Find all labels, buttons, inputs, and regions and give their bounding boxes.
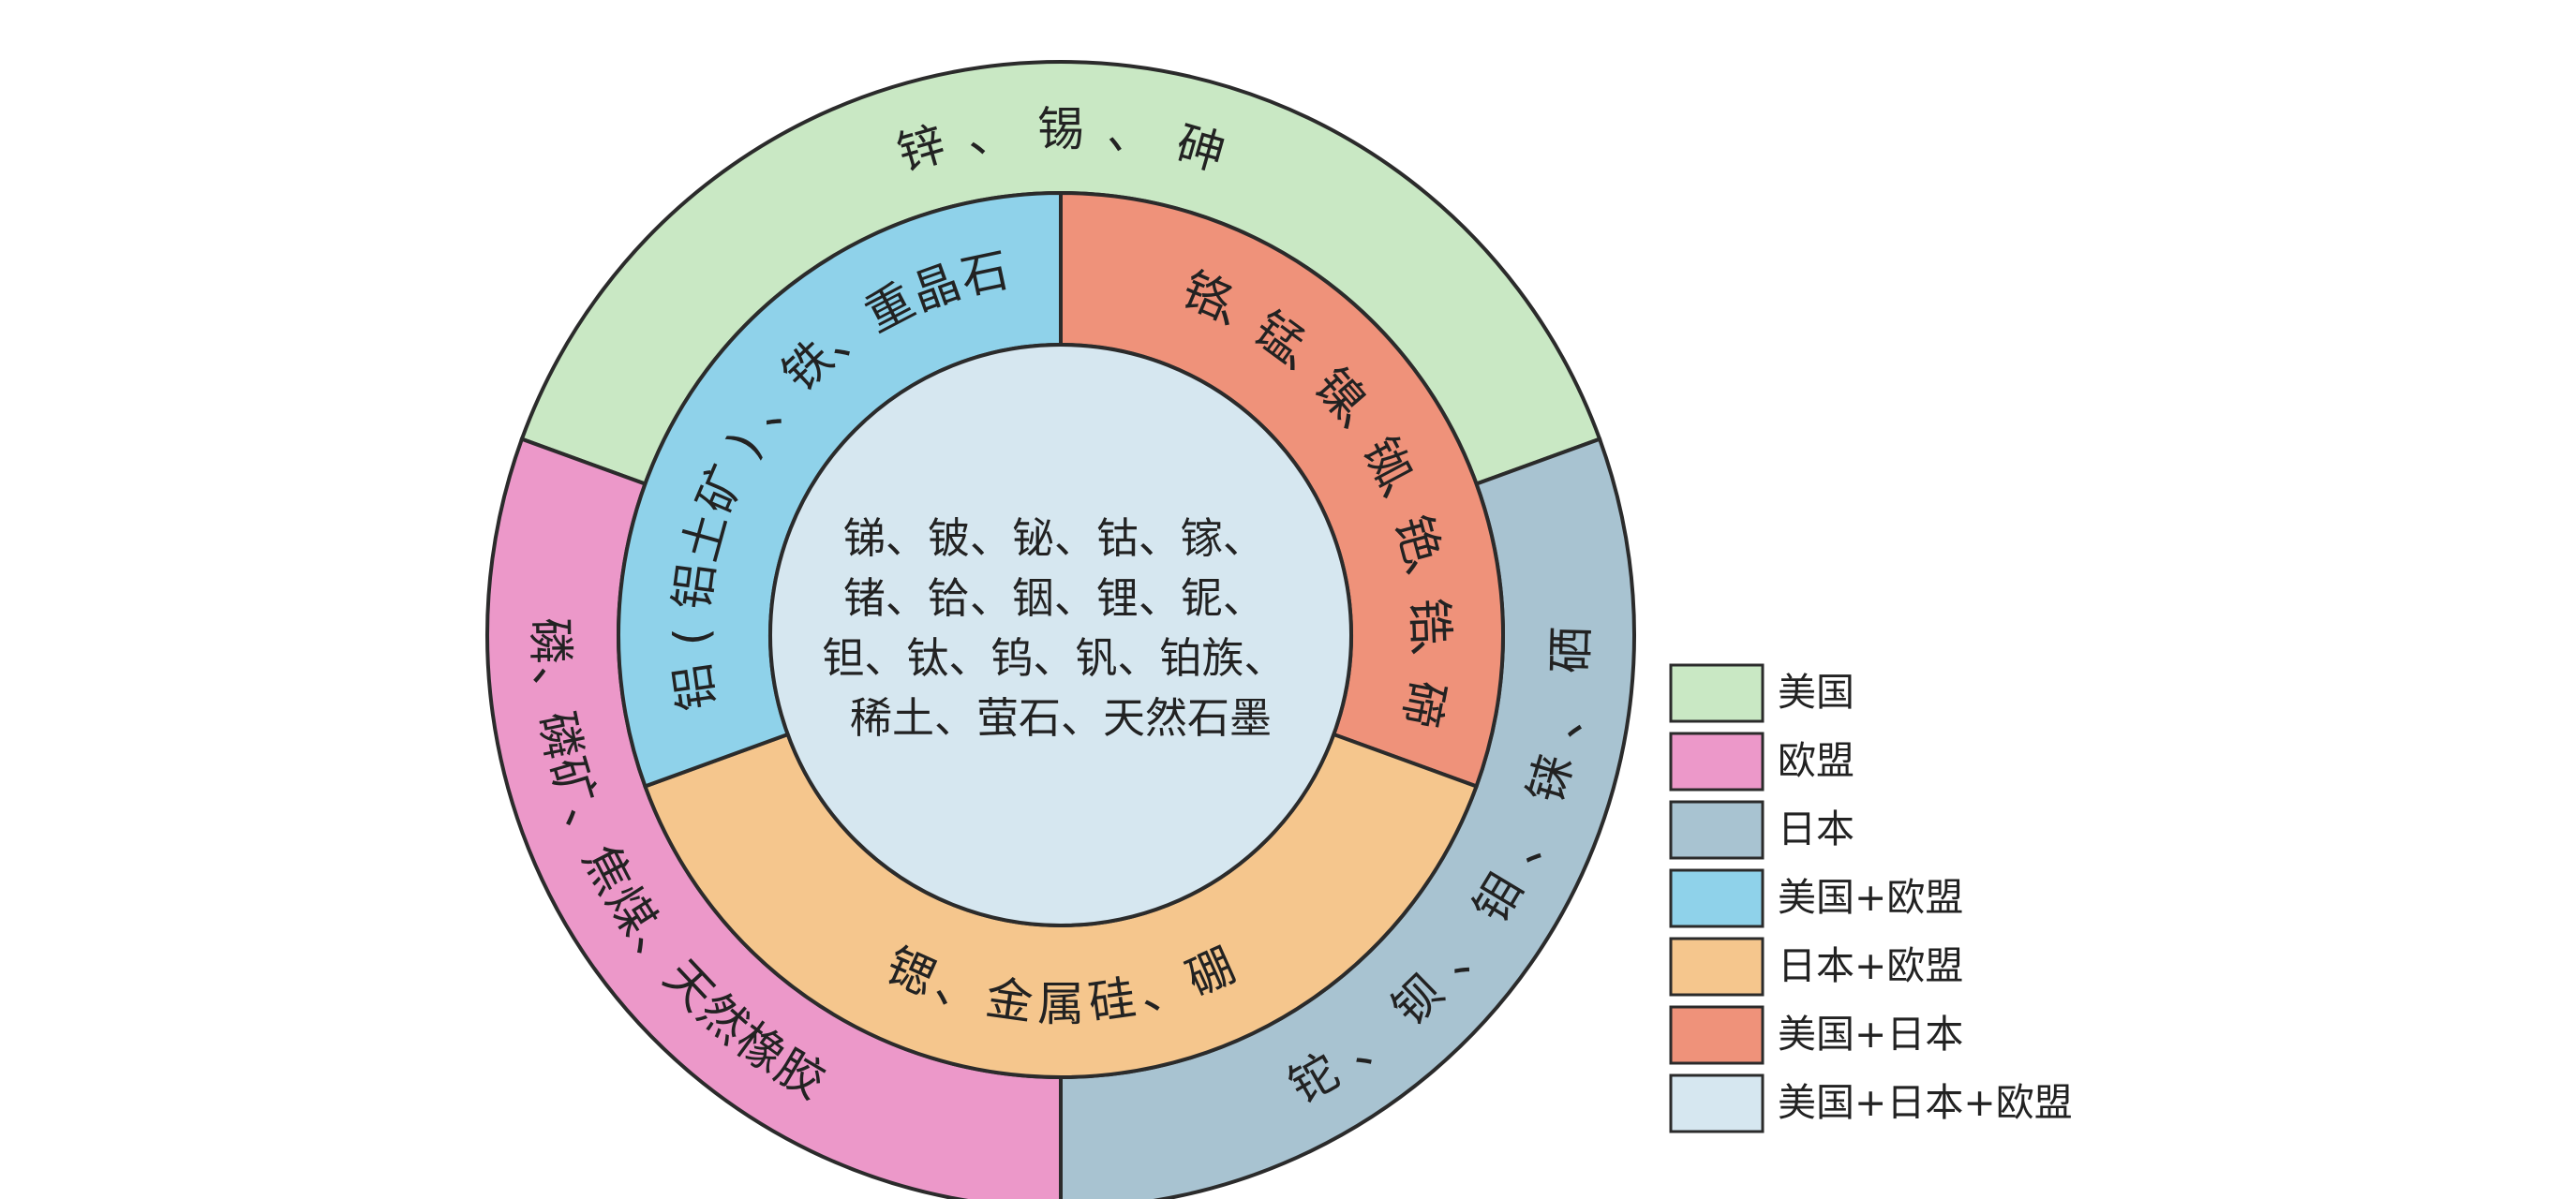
outer-label-us: 锌、锡、砷 xyxy=(891,102,1230,182)
inner-label-us-japan-char-11: 锆 xyxy=(1402,597,1458,645)
outer-label-eu-char-1: 磷 xyxy=(523,617,578,665)
legend-swatch xyxy=(1669,1073,1764,1133)
legend-swatch xyxy=(1669,800,1764,860)
inner-ring: 铬、锰、镍、铷、铯、锆、碲锶、金属硅、硼铝(铝土矿)、铁、重晶石 xyxy=(617,190,1505,1079)
inner-label-us-japan: 铬、锰、镍、铷、铯、锆、碲 xyxy=(1174,261,1458,732)
inner-label-japan-eu-char-4: 属 xyxy=(1037,977,1084,1031)
legend-item: 日本 xyxy=(1669,800,1854,860)
legend-swatch xyxy=(1669,937,1764,997)
legend-label: 欧盟 xyxy=(1778,738,1854,783)
legend-item: 欧盟 xyxy=(1669,732,1854,792)
inner-label-us-eu-char-1: 铝 xyxy=(665,660,725,715)
center-line-3: 钽、钛、钨、钒、铂族、 xyxy=(822,633,1286,683)
outer-label-us-char-4: 、 xyxy=(1104,104,1158,164)
legend-label: 日本 xyxy=(1778,807,1854,851)
outer-label-us-char-2: 、 xyxy=(963,104,1018,164)
legend-label: 美国+欧盟 xyxy=(1778,875,1963,920)
legend-item: 美国+日本+欧盟 xyxy=(1669,1073,2073,1133)
inner-label-us-eu-char-2: ( xyxy=(664,628,719,646)
center-circle xyxy=(768,343,1353,927)
center-label: 锑、铍、铋、钴、镓、 锗、铪、铟、锂、铌、 钽、钛、钨、钒、铂族、 稀土、萤石、… xyxy=(822,513,1299,743)
inner-label-us-japan-char-10: 、 xyxy=(1395,553,1456,607)
legend-label: 美国 xyxy=(1778,670,1854,715)
legend-label: 日本+欧盟 xyxy=(1778,943,1963,988)
inner-label-us-eu-char-12: 石 xyxy=(956,243,1013,305)
legend-item: 日本+欧盟 xyxy=(1669,937,1963,997)
inner-label-japan-eu-char-3: 金 xyxy=(982,970,1036,1030)
outer-label-japan-char-8: 、 xyxy=(1535,688,1596,742)
legend-swatch xyxy=(1669,663,1764,723)
legend-label: 美国+日本 xyxy=(1778,1012,1963,1057)
legend-item: 美国+欧盟 xyxy=(1669,868,1963,928)
outer-label-japan-char-9: 硒 xyxy=(1543,626,1599,674)
center-line-2: 锗、铪、铟、锂、铌、 xyxy=(843,573,1265,623)
legend-swatch xyxy=(1669,1005,1764,1065)
legend-swatch xyxy=(1669,868,1764,928)
legend-item: 美国+日本 xyxy=(1669,1005,1963,1065)
legend-item: 美国 xyxy=(1669,663,1854,723)
outer-label-eu-char-2: 、 xyxy=(524,662,583,715)
inner-label-us-japan-char-13: 碲 xyxy=(1392,676,1454,733)
inner-label-japan-eu-char-5: 硅 xyxy=(1085,970,1139,1030)
outer-label-eu-char-3: 磷 xyxy=(529,707,591,763)
legend-label: 美国+日本+欧盟 xyxy=(1778,1080,2073,1125)
inner-label-us-japan-char-12: 、 xyxy=(1400,637,1458,688)
legend-swatch xyxy=(1669,732,1764,792)
center-line-1: 锑、铍、铋、钴、镓、 xyxy=(843,513,1265,563)
outer-label-us-char-3: 锡 xyxy=(1037,102,1084,156)
center-line-4: 稀土、萤石、天然石墨 xyxy=(850,693,1272,743)
inner-label-us-eu-char-3: 铝 xyxy=(664,559,724,613)
